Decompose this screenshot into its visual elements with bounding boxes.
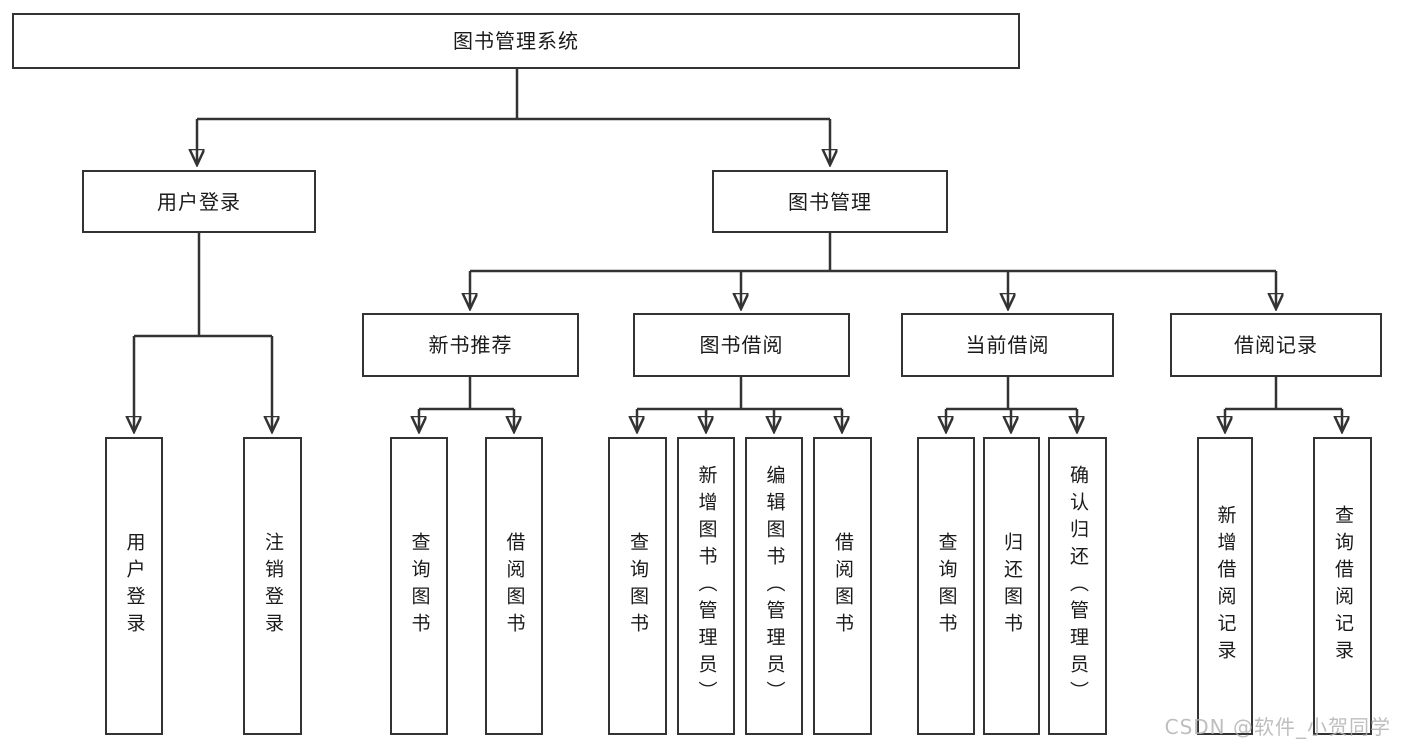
node-root-label: 图书管理系统	[453, 29, 579, 53]
leaf-borrow-query-label: 查询图书	[627, 532, 649, 640]
edges-book-borrow	[637, 377, 842, 431]
leaf-user-login-label: 用户登录	[123, 532, 146, 640]
leaf-newbook-query-label: 查询图书	[408, 532, 431, 640]
node-new-book-label: 新书推荐	[428, 333, 513, 357]
leaf-records-query-label: 查询借阅记录	[1332, 505, 1354, 667]
edges-book-mgmt	[470, 233, 1276, 308]
edges-borrow-records	[1225, 377, 1342, 431]
csdn-watermark: CSDN @软件_小贺同学	[1164, 715, 1391, 739]
leaf-records-add: 新增借阅记录	[1197, 437, 1253, 735]
node-root: 图书管理系统	[12, 13, 1020, 69]
leaf-borrow-add: 新增图书（管理员）	[677, 437, 735, 735]
node-current-borrow-label: 当前借阅	[965, 333, 1050, 357]
edges-current-borrow	[946, 377, 1077, 431]
leaf-borrow-borrow: 借阅图书	[813, 437, 872, 735]
edges-new-book	[419, 377, 514, 431]
node-book-borrow-label: 图书借阅	[699, 333, 784, 357]
leaf-current-confirm: 确认归还（管理员）	[1048, 437, 1107, 735]
leaf-newbook-query: 查询图书	[390, 437, 448, 735]
edges-root	[197, 69, 830, 164]
node-borrow-records-label: 借阅记录	[1234, 333, 1318, 357]
node-borrow-records: 借阅记录	[1170, 313, 1382, 377]
leaf-borrow-add-label: 新增图书（管理员）	[695, 464, 718, 708]
edges-user-login	[134, 233, 272, 431]
leaf-newbook-borrow-label: 借阅图书	[503, 532, 526, 640]
leaf-borrow-query: 查询图书	[608, 437, 667, 735]
leaf-records-add-label: 新增借阅记录	[1214, 505, 1237, 667]
leaf-current-query: 查询图书	[917, 437, 975, 735]
leaf-borrow-borrow-label: 借阅图书	[832, 532, 854, 640]
leaf-user-login: 用户登录	[105, 437, 163, 735]
node-book-borrow: 图书借阅	[633, 313, 850, 377]
node-user-login: 用户登录	[82, 170, 316, 233]
leaf-logout-label: 注销登录	[262, 532, 284, 640]
leaf-logout: 注销登录	[243, 437, 302, 735]
leaf-newbook-borrow: 借阅图书	[485, 437, 543, 735]
node-book-mgmt-label: 图书管理	[788, 189, 872, 214]
leaf-borrow-edit: 编辑图书（管理员）	[745, 437, 803, 735]
node-book-mgmt: 图书管理	[712, 170, 948, 233]
node-current-borrow: 当前借阅	[901, 313, 1114, 377]
node-new-book: 新书推荐	[362, 313, 579, 377]
leaf-records-query: 查询借阅记录	[1313, 437, 1372, 735]
leaf-current-query-label: 查询图书	[935, 532, 958, 640]
leaf-current-return-label: 归还图书	[1001, 532, 1023, 640]
leaf-current-confirm-label: 确认归还（管理员）	[1067, 464, 1089, 708]
node-user-login-label: 用户登录	[157, 189, 241, 214]
leaf-borrow-edit-label: 编辑图书（管理员）	[763, 464, 786, 708]
leaf-current-return: 归还图书	[983, 437, 1040, 735]
